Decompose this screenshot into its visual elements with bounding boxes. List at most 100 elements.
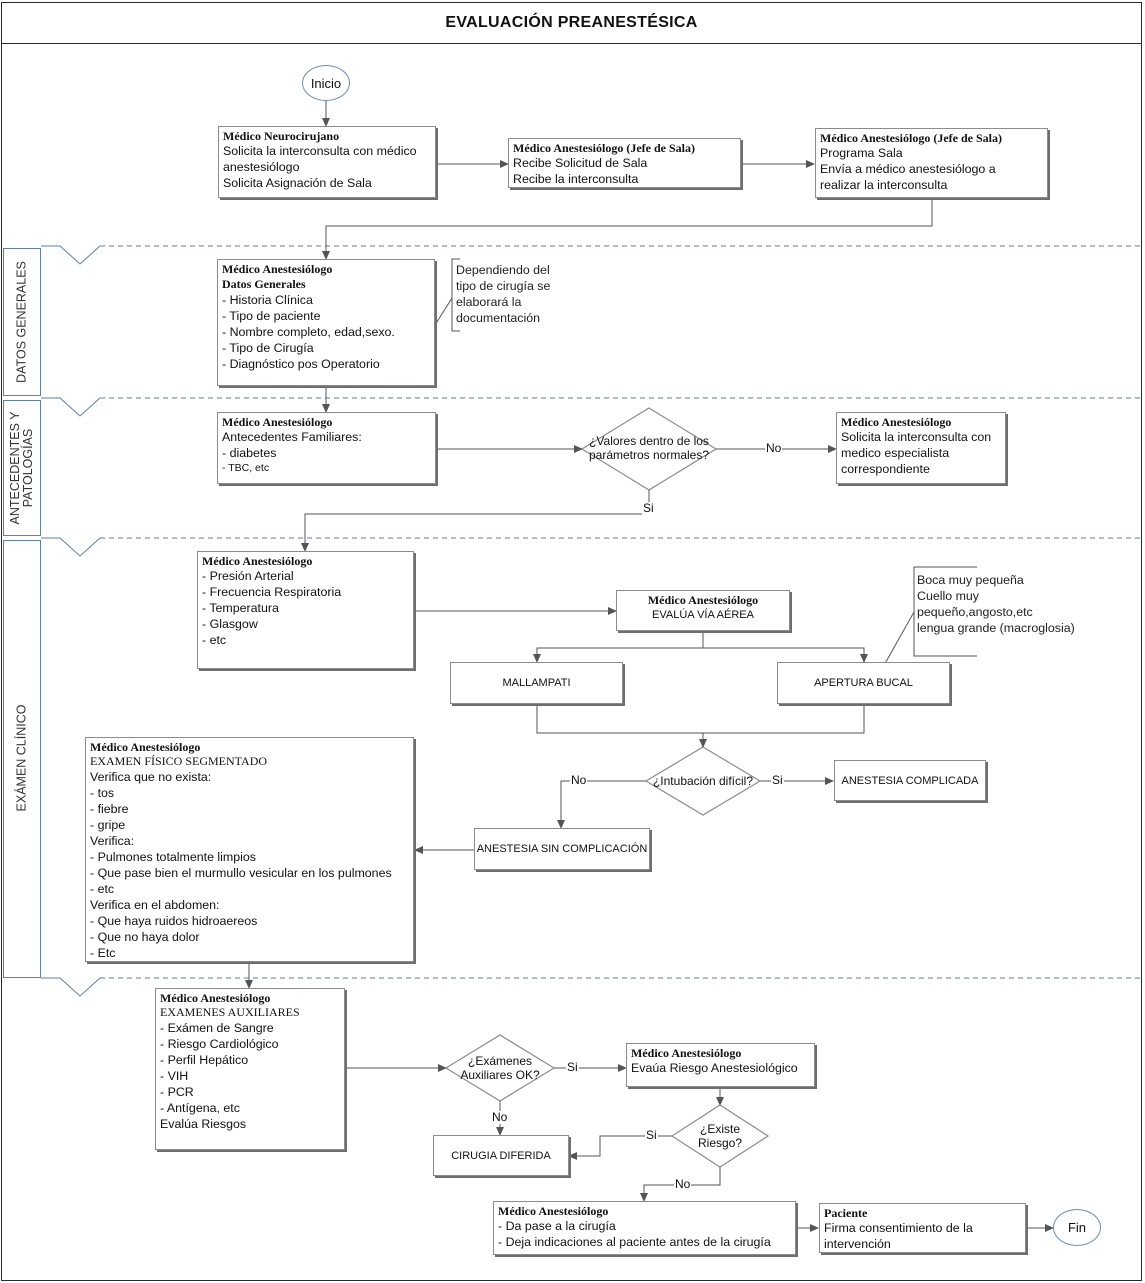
box-subheader: EXAMEN FÍSICO SEGMENTADO [90,754,268,768]
box-line: - Perfil Hepático [160,1053,249,1067]
box-line: intervención [824,1237,891,1251]
box-line: Solicita la interconsulta con [841,430,992,444]
box-header: Médico Anestesiólogo [647,593,759,607]
edge-merge [536,704,865,734]
end-terminator: Fin [1053,1209,1101,1246]
decision-existe-riesgo: ¿Existe Riesgo? [697,1122,743,1150]
edge-label-no: No [765,441,783,455]
box-line: - Da pase a la cirugía [498,1219,616,1233]
note-boca-bracket [913,566,977,657]
box-line: EVALÚA VÍA AÉREA [652,609,754,621]
box-header: Médico Anestesiólogo [222,415,333,429]
box-header: Médico Anestesiólogo [498,1204,609,1218]
note-cirugia: Dependiendo del tipo de cirugía se elabo… [456,262,550,326]
box-anestesia-sin-complicacion: ANESTESIA SIN COMPLICACIÓN [474,828,650,870]
box-line: - Que haya ruidos hidroaereos [90,914,258,928]
lane-label-examen-clinico: EXÁMEN CLÍNICO [14,704,29,812]
decision-examenes: ¿Exámenes Auxiliares OK? [460,1054,540,1082]
box-mallampati: MALLAMPATI [450,662,623,704]
box-line: - Deja indicaciones al paciente antes de… [498,1235,771,1249]
box-examenes-auxiliares: Médico Anestesiólogo EXAMENES AUXILIARES… [155,988,345,1150]
box-line: - Pulmones totalmente limpios [90,850,256,864]
box-line: medico especialista [841,446,950,460]
lane-antecedentes [3,400,41,536]
box-pase-cirugia: Médico Anestesiólogo - Da pase a la ciru… [493,1201,796,1255]
box-signos-vitales: Médico Anestesiólogo - Presión Arterial … [197,551,414,669]
lane-label-antecedentes: ANTECEDENTES Y PATOLOGÍAS [8,411,35,525]
box-line: Programa Sala [820,146,903,160]
box-header: Médico Anestesiólogo (Jefe de Sala) [513,141,695,155]
decision-intubacion-shape [644,746,762,816]
edge-intub-no [557,780,646,829]
box-header: Médico Neurocirujano [223,129,340,143]
edge-label-no: No [570,773,588,787]
box-header: Paciente [824,1206,868,1220]
box-line: Solicita Asignación de Sala [223,176,372,190]
note-cirugia-bracket [451,258,460,332]
note-boca: Boca muy pequeña Cuello muy pequeño,ango… [917,572,1075,636]
box-line: - tos [90,786,115,800]
box-line: - diabetes [222,446,277,460]
box-subheader: Datos Generales [222,277,306,291]
note-line: tipo de cirugía se [456,279,551,293]
box-interconsulta-especialista: Médico Anestesiólogo Solicita la interco… [836,412,1006,484]
edge-label-si: Si [771,773,784,787]
edge-valores-si [301,490,650,552]
lane-label-datos-generales: DATOS GENERALES [14,261,29,383]
box-line: - Historia Clínica [222,293,313,307]
box-antecedentes: Médico Anestesiólogo Antecedentes Famili… [217,412,436,484]
box-examen-segmentado: Médico Anestesiólogo EXAMEN FÍSICO SEGME… [85,737,414,962]
lane-examen-clinico [3,540,41,978]
box-line: - Frecuencia Respiratoria [202,585,342,599]
box-line: - TBC, etc [222,462,270,474]
lane-separator [41,977,101,997]
box-line: - VIH [160,1069,189,1083]
box-line: - Glasgow [202,617,258,631]
box-line: Solicita la interconsulta con médico [223,144,417,158]
box-line: - gripe [90,818,126,832]
box-line: - Presión Arterial [202,569,294,583]
box-line: - Tipo de Cirugía [222,341,314,355]
box-datos-generales: Médico Anestesiólogo Datos Generales - H… [217,259,435,386]
decision-intubacion: ¿Intubación difícil? [652,774,754,788]
note-line: Dependiendo del [456,263,550,277]
edge-via-split2 [703,647,868,663]
lane-separator [41,397,101,417]
box-riesgo-anestesiologico: Médico Anestesiólogo Evaúa Riesgo Aneste… [626,1043,815,1087]
box-subheader: EXAMENES AUXILIARES [160,1005,300,1019]
lane-separator [41,245,101,265]
box-line: - Exámen de Sangre [160,1021,274,1035]
box-line: - Tipo de paciente [222,309,321,323]
edge-via-split [533,631,704,663]
box-header: Médico Anestesiólogo [222,262,333,276]
edge-label-si: Si [566,1060,579,1074]
box-line: Antecedentes Familiares: [222,430,362,444]
edge-label-si: Si [645,1128,658,1142]
box-line: - Riesgo Cardiológico [160,1037,279,1051]
box-line: - Que no haya dolor [90,930,200,944]
box-line: - fiebre [90,802,129,816]
diagram-title: EVALUACIÓN PREANESTÉSICA [1,2,1142,44]
edge-label-si: Si [642,501,655,515]
box-line: correspondiente [841,462,930,476]
box-line: realizar la interconsulta [820,178,948,192]
box-line: - Que pase bien el murmullo vesicular en… [90,866,392,880]
box-jefe-programa: Médico Anestesiólogo (Jefe de Sala) Prog… [815,128,1048,198]
box-header: Médico Anestesiólogo [631,1046,742,1060]
box-line: - Etc [90,946,116,960]
note-line: Cuello muy [917,589,979,603]
box-jefe-recibe: Médico Anestesiólogo (Jefe de Sala) Reci… [508,138,741,188]
lane-separator [41,537,101,557]
edge-existe-si [568,1135,672,1160]
box-anestesia-complicada: ANESTESIA COMPLICADA [834,760,986,801]
lane-datos-generales [3,248,41,396]
edge-programa-datos [322,198,933,260]
box-apertura-bucal: APERTURA BUCAL [777,662,950,704]
box-cirugia-diferida: CIRUGIA DIFERIDA [433,1135,569,1176]
edge-label-no: No [491,1110,509,1124]
box-header: Médico Anestesiólogo (Jefe de Sala) [820,131,1002,145]
box-line: Verifica en el abdomen: [90,898,220,912]
decision-valores: ¿Valores dentro de los parámetros normal… [588,434,710,462]
